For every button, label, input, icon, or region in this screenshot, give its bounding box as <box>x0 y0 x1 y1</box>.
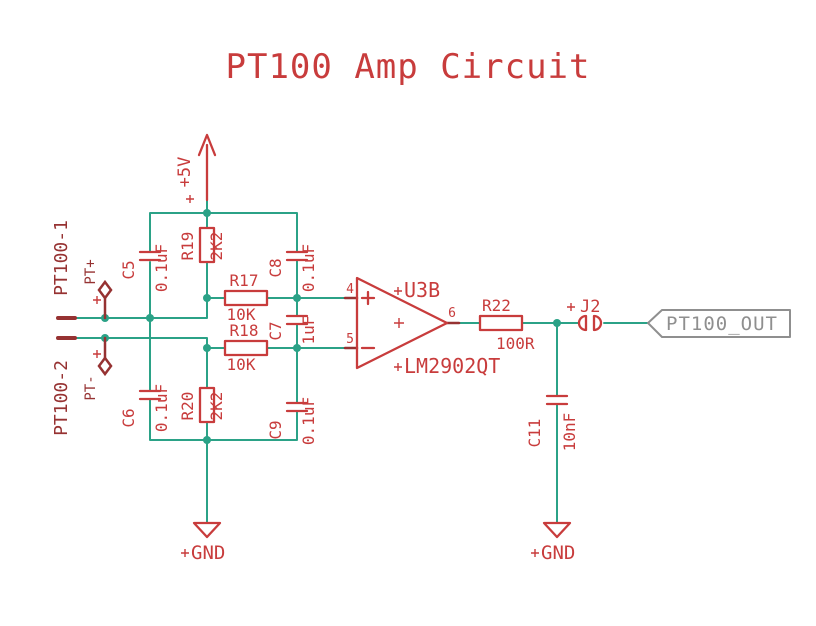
capacitor-name: C11 <box>525 419 544 448</box>
resistor-value: 2K2 <box>207 392 226 421</box>
capacitor-c8[interactable]: C8 0.1uF <box>266 244 318 292</box>
capacitor-plates <box>285 401 309 413</box>
net-flag-outline <box>647 309 791 338</box>
vcc-label: +5V <box>175 157 195 188</box>
opamp-pin-out-number: 6 <box>448 306 456 321</box>
resistor-body <box>198 226 216 264</box>
resistor-value: 2K2 <box>207 232 226 261</box>
capacitor-c6[interactable]: C6 0.1uF <box>119 384 171 432</box>
resistor-name: R19 <box>178 232 197 261</box>
capacitor-plates <box>138 250 162 262</box>
resistor-name: R20 <box>178 392 197 421</box>
gnd-symbol-right[interactable]: GND <box>541 521 575 564</box>
diamond-icon <box>97 279 113 301</box>
gnd-label: GND <box>191 542 225 564</box>
connector-pt100[interactable]: PT100-1 PT100-2 <box>51 220 77 436</box>
origin-cross-marks-icon <box>93 195 575 557</box>
nets[interactable] <box>74 199 649 524</box>
resistor-name: R18 <box>230 321 259 340</box>
capacitor-plates <box>138 389 162 401</box>
capacitor-value: 0.1uF <box>152 384 171 432</box>
junction-dot <box>203 294 211 302</box>
resistor-r17[interactable]: R17 10K <box>223 271 269 324</box>
resistor-value: 10K <box>227 305 256 324</box>
jumper-j2[interactable]: J2 <box>577 297 603 332</box>
capacitor-c5[interactable]: C5 0.1uF <box>119 244 171 292</box>
testpoint-pt-plus[interactable]: PT+ <box>83 259 113 320</box>
junction-dot <box>293 344 301 352</box>
connector-pin-stubs <box>56 316 77 340</box>
junction-dot <box>553 319 561 327</box>
capacitor-plates <box>285 314 309 326</box>
gnd-label: GND <box>541 542 575 564</box>
capacitor-value: 1uF <box>299 316 318 345</box>
jumper-name: J2 <box>580 297 600 317</box>
diamond-icon <box>97 355 113 377</box>
resistor-r22[interactable]: R22 100R <box>478 296 535 353</box>
opamp-u3b[interactable]: 4 5 6 U3B LM2902QT <box>343 276 500 378</box>
capacitor-value: 0.1uF <box>299 244 318 292</box>
net-flag-pt100-out[interactable]: PT100_OUT <box>647 309 791 338</box>
resistor-name: R17 <box>230 271 259 290</box>
gnd-symbol-left[interactable]: GND <box>191 521 225 564</box>
capacitor-c7[interactable]: C7 1uF <box>266 314 318 345</box>
capacitor-name: C6 <box>119 408 138 427</box>
testpoint-plus-label: PT+ <box>83 259 99 284</box>
capacitor-name: C9 <box>266 420 285 439</box>
testpoint-minus-label: PT- <box>83 375 99 400</box>
vcc-arrow-icon <box>197 133 217 202</box>
capacitor-name: C5 <box>119 260 138 279</box>
capacitor-name: C8 <box>266 258 285 277</box>
resistor-name: R22 <box>482 296 511 315</box>
capacitor-value: 0.1uF <box>299 397 318 445</box>
resistor-body <box>198 386 216 424</box>
resistor-r20[interactable]: R20 2K2 <box>178 386 226 424</box>
opamp-triangle <box>355 276 449 370</box>
capacitor-c9[interactable]: C9 0.1uF <box>266 397 318 445</box>
plus-input-mark-icon <box>360 290 376 306</box>
junction-dot <box>203 209 211 217</box>
connector-pin2-label: PT100-2 <box>51 360 72 436</box>
gnd-triangle-icon <box>192 521 222 539</box>
junction-dot <box>146 314 154 322</box>
testpoint-pt-minus[interactable]: PT- <box>83 336 113 401</box>
resistor-value: 100R <box>496 334 535 353</box>
power-symbol-5v[interactable]: +5V <box>175 133 217 202</box>
resistor-value: 10K <box>227 355 256 374</box>
opamp-pin-noninv-number: 4 <box>346 282 354 297</box>
net-wires[interactable] <box>74 199 649 524</box>
opamp-pin-inv-number: 5 <box>346 332 354 347</box>
schematic-title: PT100 Amp Circuit <box>226 47 591 87</box>
capacitor-plates <box>285 250 309 262</box>
capacitor-c11[interactable]: C11 10nF <box>525 394 579 452</box>
resistor-r19[interactable]: R19 2K2 <box>178 226 226 264</box>
opamp-pin-stubs <box>343 296 461 350</box>
connector-pin1-label: PT100-1 <box>51 220 72 296</box>
capacitor-value: 0.1uF <box>152 244 171 292</box>
jumper-pads-icon <box>577 314 603 332</box>
gnd-triangle-icon <box>542 521 572 539</box>
opamp-name: U3B <box>404 278 440 302</box>
junction-dot <box>203 344 211 352</box>
resistor-body <box>478 314 524 332</box>
resistor-r18[interactable]: R18 10K <box>223 321 269 374</box>
capacitor-value: 10nF <box>560 413 579 452</box>
resistor-body <box>223 339 269 357</box>
junction-dot <box>293 294 301 302</box>
resistor-body <box>223 289 269 307</box>
capacitor-plates <box>545 394 569 406</box>
net-flag-label: PT100_OUT <box>666 313 778 335</box>
junction-dot <box>203 436 211 444</box>
opamp-part-number: LM2902QT <box>404 354 500 378</box>
capacitor-name: C7 <box>266 321 285 340</box>
